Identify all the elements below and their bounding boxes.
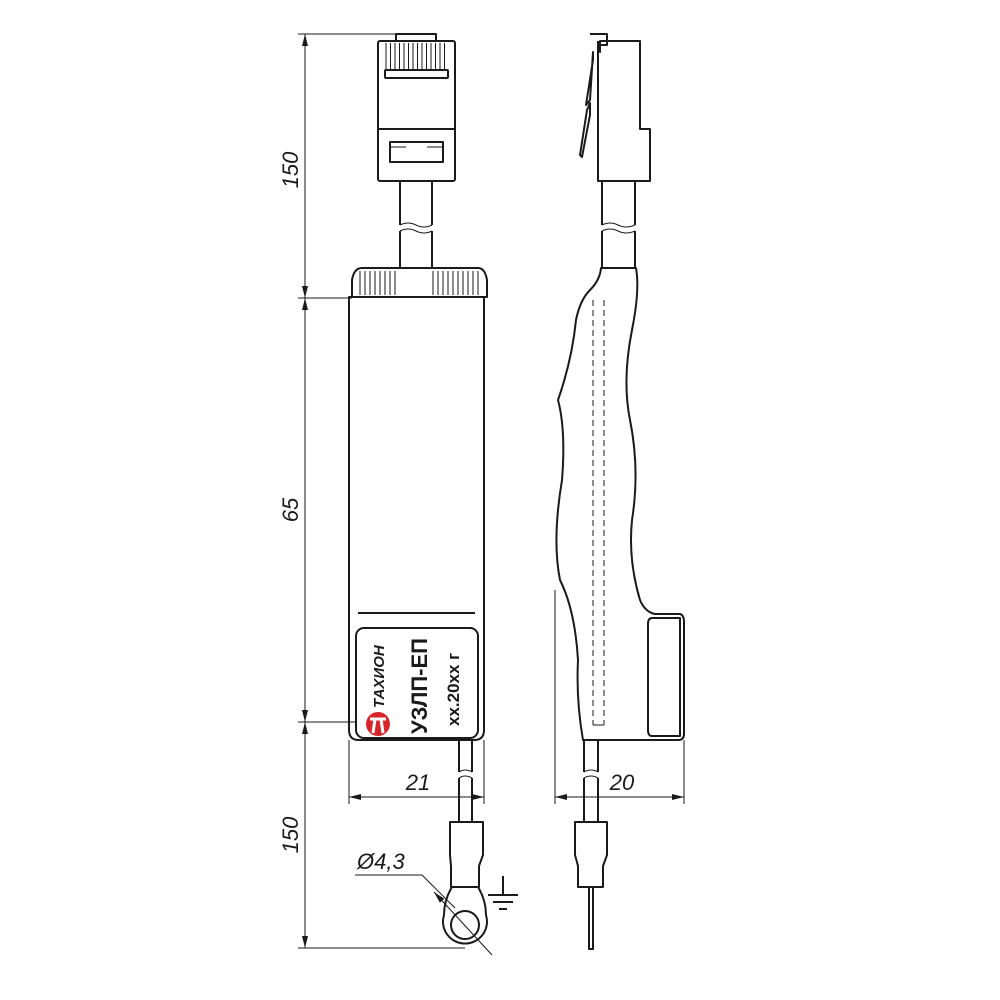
dim-width-side: 20 xyxy=(609,770,635,795)
tachion-logo-icon xyxy=(366,712,390,736)
knurled-nut xyxy=(351,267,488,298)
device-body-side xyxy=(555,267,685,741)
dim-body-length: 65 xyxy=(278,497,303,522)
dim-ring-diameter: Ø4,3 xyxy=(356,849,405,874)
date-label: хх.20хх г xyxy=(444,653,463,726)
rj45-connector-side xyxy=(579,33,651,182)
device-body-front: ТАХИОН УЗЛП-ЕП хх.20хх г xyxy=(348,296,485,741)
ground-wire-side xyxy=(574,740,608,950)
dim-top-cable: 150 xyxy=(278,151,303,188)
model-label: УЗЛП-ЕП xyxy=(407,638,432,734)
side-view xyxy=(555,33,685,950)
dim-width-front: 21 xyxy=(405,770,430,795)
brand-label: ТАХИОН xyxy=(371,644,388,708)
ground-wire-front xyxy=(442,740,488,945)
dim-bottom-cable: 150 xyxy=(278,816,303,853)
dimension-lines xyxy=(298,33,685,956)
front-view: ТАХИОН УЗЛП-ЕП хх.20хх г xyxy=(348,33,518,945)
cable-top-front xyxy=(399,181,433,268)
ground-symbol-icon xyxy=(488,876,518,910)
cable-top-side xyxy=(601,181,636,268)
rj45-connector-front xyxy=(377,33,456,182)
